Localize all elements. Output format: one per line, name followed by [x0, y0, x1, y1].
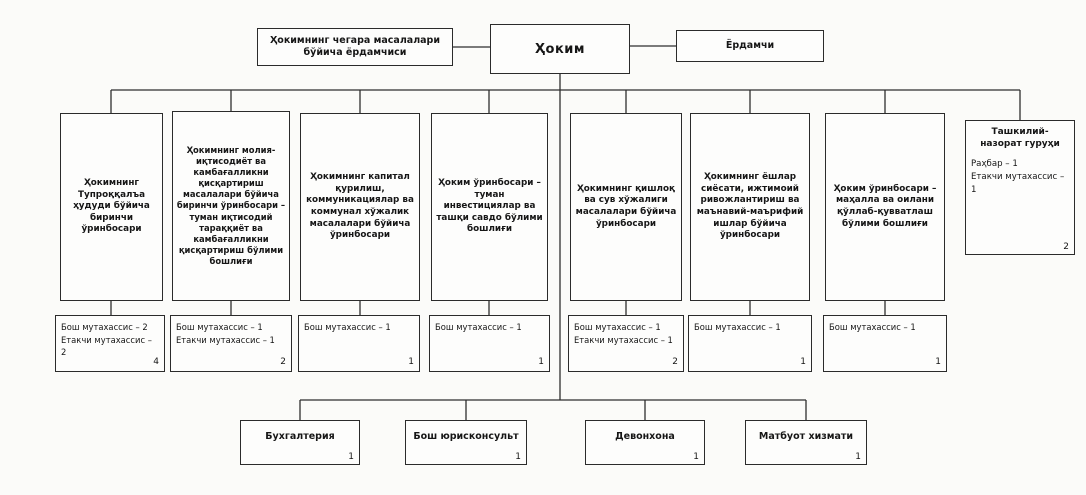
bottom-count: 1 — [693, 452, 699, 462]
staff-line: Бош мутахассис – 1 — [829, 322, 916, 332]
org-control-group-box: Ташкилий-назорат гуруҳи Раҳбар – 1 Етакч… — [965, 120, 1075, 255]
staff-count: 2 — [280, 356, 286, 367]
deputy-title: Ҳоким ўринбосари – маҳалла ва оилани қўл… — [833, 183, 937, 229]
bottom-label: Матбуот хизмати — [758, 431, 854, 442]
border-assistant-box: Ҳокимнинг чегара масалалари бўйича ёрдам… — [257, 28, 453, 66]
staff-line: Бош мутахассис – 2 — [61, 322, 148, 332]
bottom-label: Бухгалтерия — [265, 431, 335, 442]
deputy-title: Ҳокимнинг ёшлар сиёсати, ижтимоий ривожл… — [696, 172, 804, 241]
org-group-count: 2 — [1063, 242, 1069, 252]
staff-line: Бош мутахассис – 1 — [435, 322, 522, 332]
staff-count: 1 — [408, 356, 414, 367]
bottom-count: 1 — [515, 452, 521, 462]
deputy-box-5: Ҳокимнинг қишлоқ ва сув хўжалиги масалал… — [570, 113, 682, 301]
bottom-box-chancellery: Девонхона 1 — [585, 420, 705, 465]
deputy-box-1: Ҳокимнинг Тупроққалъа ҳудуди бўйича бири… — [60, 113, 163, 301]
deputy-box-3: Ҳокимнинг капитал қурилиш, коммуникациял… — [300, 113, 420, 301]
staff-count: 1 — [800, 356, 806, 367]
staff-box-1: Бош мутахассис – 2 Етакчи мутахассис – 2… — [55, 315, 165, 372]
deputy-box-2: Ҳокимнинг молия-иқтисодиёт ва камбағалли… — [172, 111, 290, 301]
bottom-box-press-service: Матбуот хизмати 1 — [745, 420, 867, 465]
staff-count: 2 — [672, 356, 678, 367]
deputy-title: Ҳокимнинг Тупроққалъа ҳудуди бўйича бири… — [73, 177, 150, 235]
staff-line: Бош мутахассис – 1 — [176, 322, 263, 332]
staff-count: 4 — [153, 356, 159, 367]
staff-box-3: Бош мутахассис – 1 1 — [298, 315, 420, 372]
bottom-label: Девонхона — [615, 431, 675, 442]
staff-line: Бош мутахассис – 1 — [694, 322, 781, 332]
org-group-line: Раҳбар – 1 — [971, 159, 1018, 170]
bottom-box-accounting: Бухгалтерия 1 — [240, 420, 360, 465]
bottom-count: 1 — [855, 452, 861, 462]
border-assistant-label: Ҳокимнинг чегара масалалари бўйича ёрдам… — [269, 34, 441, 58]
staff-line: Етакчи мутахассис – 2 — [61, 334, 152, 358]
staff-line: Етакчи мутахассис – 1 — [176, 334, 275, 345]
deputy-box-4: Ҳоким ўринбосари – туман инвестициялар в… — [431, 113, 548, 301]
deputy-title: Ҳокимнинг капитал қурилиш, коммуникациял… — [306, 172, 414, 241]
staff-count: 1 — [935, 356, 941, 367]
bottom-count: 1 — [348, 452, 354, 462]
staff-box-4: Бош мутахассис – 1 1 — [429, 315, 550, 372]
org-group-line: Етакчи мутахассис – 1 — [971, 172, 1065, 196]
bottom-label: Бош юрисконсульт — [413, 431, 519, 442]
deputy-title: Ҳокимнинг қишлоқ ва сув хўжалиги масалал… — [575, 183, 677, 229]
staff-line: Етакчи мутахассис – 1 — [574, 334, 673, 345]
deputy-box-6: Ҳокимнинг ёшлар сиёсати, ижтимоий ривожл… — [690, 113, 810, 301]
staff-box-2: Бош мутахассис – 1 Етакчи мутахассис – 1… — [170, 315, 292, 372]
staff-box-5: Бош мутахассис – 1 Етакчи мутахассис – 1… — [568, 315, 684, 372]
deputy-title: Ҳокимнинг молия-иқтисодиёт ва камбағалли… — [176, 144, 286, 266]
staff-line: Бош мутахассис – 1 — [304, 322, 391, 332]
staff-box-6: Бош мутахассис – 1 1 — [688, 315, 812, 372]
staff-line: Бош мутахассис – 1 — [574, 322, 661, 332]
bottom-box-legal-counsel: Бош юрисконсульт 1 — [405, 420, 527, 465]
hokim-box: Ҳоким — [490, 24, 630, 74]
deputy-box-7: Ҳоким ўринбосари – маҳалла ва оилани қўл… — [825, 113, 945, 301]
staff-count: 1 — [538, 356, 544, 367]
staff-box-7: Бош мутахассис – 1 1 — [823, 315, 947, 372]
assistant-box: Ёрдамчи — [676, 30, 824, 62]
assistant-label: Ёрдамчи — [725, 39, 775, 51]
org-group-title: Ташкилий-назорат гуруҳи — [980, 127, 1060, 149]
deputy-title: Ҳоким ўринбосари – туман инвестициялар в… — [436, 177, 543, 235]
hokim-label: Ҳоким — [534, 41, 585, 57]
